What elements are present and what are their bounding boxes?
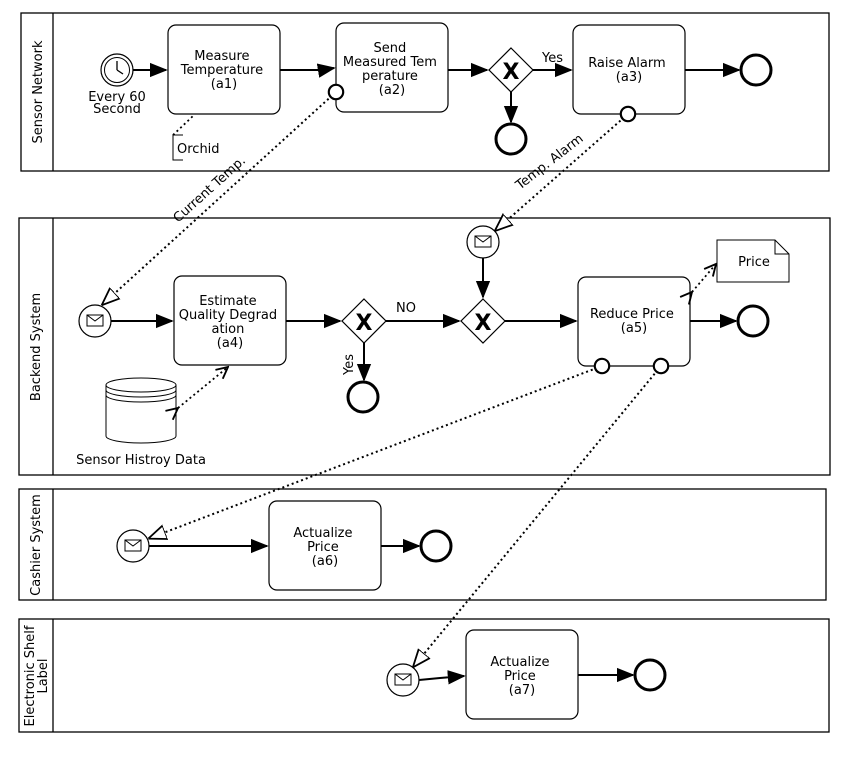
pool-electronic-shelf-label: Electronic Shelf Label xyxy=(18,618,830,733)
gateway-degradation[interactable]: X xyxy=(341,298,387,344)
message-flow-temp-alarm xyxy=(496,114,628,230)
gateway-sensor[interactable]: X xyxy=(488,47,534,93)
message-catch-event-alarm[interactable] xyxy=(466,225,500,259)
gateway-merge[interactable]: X xyxy=(460,298,506,344)
flow-a1-a2 xyxy=(280,63,336,78)
lane-label-backend-system: Backend System xyxy=(29,293,44,401)
svg-text:Orchid: Orchid xyxy=(177,142,220,157)
lane-label-esl-line1: Electronic Shelf xyxy=(23,625,38,726)
lane-label-esl-line2: Label xyxy=(36,658,51,693)
lane-label-cashier-system: Cashier System xyxy=(29,494,44,596)
task-a1[interactable]: Measure Temperature (a1) xyxy=(167,24,281,115)
data-object-price[interactable]: Price xyxy=(716,239,790,283)
task-a6[interactable]: Actualize Price (a6) xyxy=(268,500,382,591)
svg-text:X: X xyxy=(356,311,373,336)
data-store-sensor-history[interactable] xyxy=(105,377,177,444)
flow-label-yes-top: Yes xyxy=(541,51,563,66)
message-start-event-backend[interactable] xyxy=(78,304,112,338)
timer-start-event[interactable] xyxy=(100,53,134,87)
end-event-no-alarm[interactable] xyxy=(494,122,528,156)
flow-esl-start-a7 xyxy=(418,670,466,685)
association-price xyxy=(692,264,716,292)
message-start-event-cashier[interactable] xyxy=(116,529,150,563)
task-a2[interactable]: Send Measured Tem perature (a2) xyxy=(335,22,449,113)
svg-text:Reduce Price (a5): Reduce Price (a5) xyxy=(590,307,678,336)
task-a5[interactable]: Reduce Price (a5) xyxy=(577,276,691,367)
end-event-esl[interactable] xyxy=(633,658,667,692)
lane-label-sensor-network: Sensor Network xyxy=(31,40,46,143)
svg-text:Send Measured Tem: Send Measured Tem perature (a2) xyxy=(343,41,441,98)
end-event-alarm[interactable] xyxy=(739,53,773,87)
message-start-event-esl[interactable] xyxy=(386,663,420,697)
task-a7[interactable]: Actualize Price (a7) xyxy=(465,629,579,720)
task-a3[interactable]: Raise Alarm (a3) xyxy=(572,24,686,115)
task-a4[interactable]: Estimate Quality Degrad ation (a4) xyxy=(173,275,287,366)
timer-label-line2: Second xyxy=(93,102,141,117)
end-event-backend-yes[interactable] xyxy=(346,380,380,414)
svg-text:X: X xyxy=(503,60,520,85)
data-store-label: Sensor Histroy Data xyxy=(76,453,206,468)
svg-text:X: X xyxy=(475,311,492,336)
svg-text:Price: Price xyxy=(738,255,770,270)
end-event-backend[interactable] xyxy=(736,304,770,338)
flow-label-no: NO xyxy=(396,301,416,316)
svg-text:Raise Alarm (a3): Raise Alarm (a3) xyxy=(588,56,670,85)
flow-label-yes-backend: Yes xyxy=(342,354,357,376)
end-event-cashier[interactable] xyxy=(419,529,453,563)
